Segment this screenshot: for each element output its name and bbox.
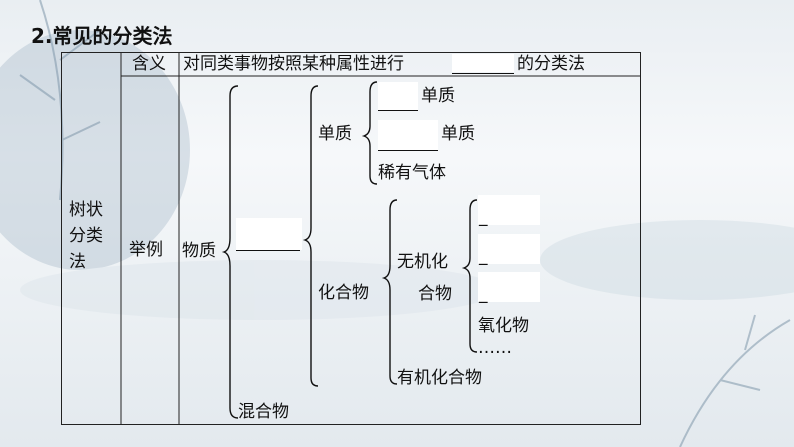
meaning-text-end: 的分类法: [517, 54, 585, 74]
mixture: 混合物: [238, 402, 289, 422]
compound: 化合物: [318, 283, 369, 303]
inorganic-compound-line-2: 合物: [418, 284, 452, 304]
row-header-line-1: 树状: [69, 200, 103, 220]
noble-gas: 稀有气体: [378, 163, 446, 183]
meaning-text-start: 对同类事物按照某种属性进行: [183, 54, 404, 74]
elemental-item-2: 单质: [441, 124, 475, 144]
inorganic-compound-line-1: 无机化: [397, 252, 448, 272]
elemental-blank-1[interactable]: [378, 82, 418, 110]
meaning-answer-blank[interactable]: [452, 54, 514, 72]
classification-table: 树状 分类 法 含义 对同类事物按照某种属性进行 的分类法 举例: [61, 52, 641, 425]
oxide: 氧化物: [478, 316, 529, 336]
pure-substance-underline: [236, 250, 300, 251]
row-header-line-3: 法: [69, 252, 86, 272]
ellipsis: ……: [478, 338, 512, 358]
elemental-blank-2[interactable]: [378, 120, 438, 150]
inorganic-blank-1-mark: _: [479, 207, 488, 227]
inorganic-blank-1[interactable]: [478, 195, 540, 225]
elemental-item-1: 单质: [421, 86, 455, 106]
inorganic-blank-3[interactable]: [478, 272, 540, 302]
organic-compound: 有机化合物: [397, 368, 482, 388]
example-label: 举例: [129, 240, 163, 260]
pure-substance-blank[interactable]: [236, 218, 302, 250]
table-grid: [61, 52, 641, 425]
elemental-substance: 单质: [318, 124, 352, 144]
row-header-line-2: 分类: [69, 226, 103, 246]
elemental-blank-2-underline: [378, 150, 438, 151]
meaning-label: 含义: [132, 54, 166, 74]
section-heading: 2.常见的分类法: [31, 24, 173, 48]
meaning-blank-underline: [452, 73, 514, 74]
inorganic-blank-2-mark: _: [479, 246, 488, 266]
inorganic-blank-3-mark: _: [479, 284, 488, 304]
tree-root: 物质: [182, 241, 216, 261]
inorganic-blank-2[interactable]: [478, 234, 540, 264]
elemental-blank-1-underline: [378, 110, 418, 111]
